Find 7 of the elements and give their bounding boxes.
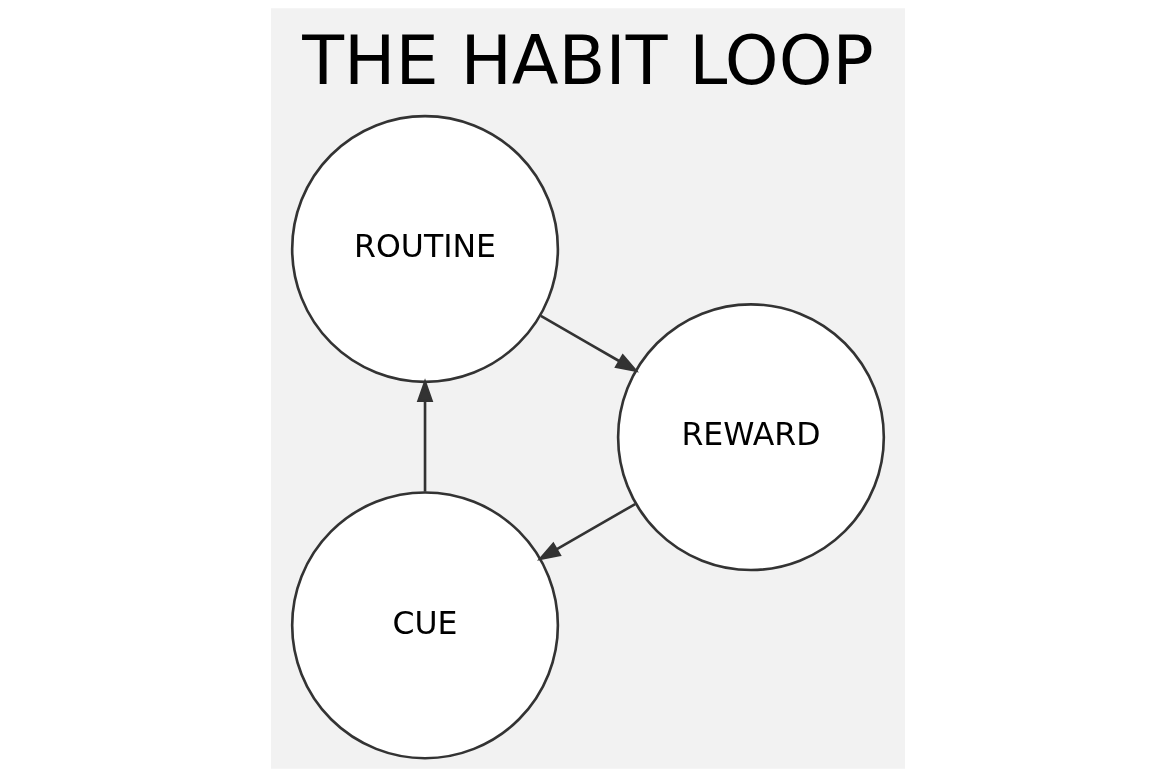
node-circle: REWARD <box>616 303 885 572</box>
arrow <box>539 314 639 373</box>
arrow <box>536 502 636 561</box>
node-circle: CUE <box>290 491 559 760</box>
arrow <box>416 378 433 492</box>
diagram-title: THE HABIT LOOP <box>301 21 874 101</box>
node-circle: ROUTINE <box>290 114 559 384</box>
